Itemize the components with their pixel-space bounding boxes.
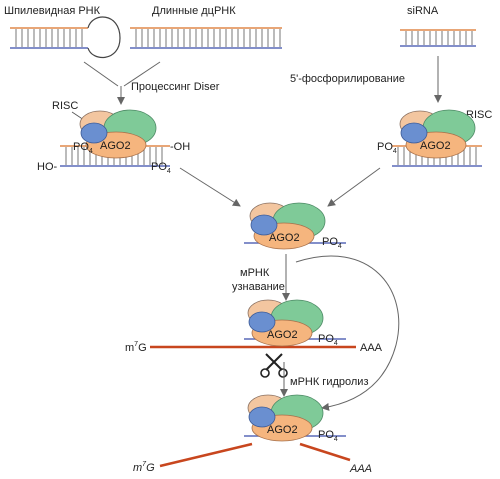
post-cleavage-complex: AGO2 [244,394,346,442]
fragment-cap-label: m7G [133,461,155,474]
mrna-recognition-label-line1: мРНК [240,267,270,279]
risc-right-complex: AGO2 [392,109,482,167]
mrna-cap-label: m7G [125,341,147,354]
phosphorylation-label: 5'-фосфорилирование [290,73,405,85]
mrna-recognition-label-line2: узнавание [232,281,285,293]
mrna-tail-label: AAA [360,342,383,354]
risc-left-complex: AGO2 [60,109,170,167]
risc-left-label: RISC [52,100,78,112]
hairpin-rna-label: Шпилевидная РНК [4,5,101,17]
sirna-label: siRNA [407,5,439,17]
risc-right-ago2-label: AGO2 [420,140,451,152]
hairpin-rna [10,16,121,59]
dicer-processing-label: Процессинг Diser [131,81,220,93]
sirna-duplex [400,29,476,47]
right-to-center-arrow [327,167,381,207]
risc-left-ago2-label: AGO2 [100,140,131,152]
mrna-bound-ago2-label: AGO2 [267,329,298,341]
mrna-hydrolysis-label: мРНК гидролиз [290,376,368,388]
recycling-arrow [295,255,400,411]
active-risc-ago2-label: AGO2 [269,232,300,244]
long-dsrna [130,27,282,49]
dsrna-converge-line [123,61,161,87]
risc-left-oh-label: -OH [170,141,190,153]
risc-left-po4-bottom: PO4 [151,161,171,175]
active-risc-po4-label: PO4 [322,236,342,250]
risc-right-label: RISC [466,109,492,121]
post-cleavage-ago2-label: AGO2 [267,424,298,436]
scissors-icon [260,353,288,378]
post-cleavage-po4-label: PO4 [318,429,338,443]
risc-left-ho-label: HO- [37,161,58,173]
risc-left-po4-top: PO4 [73,141,93,155]
mrna-bound-po4-label: PO4 [318,333,338,347]
cleaved-mrna-5prime-fragment [159,442,253,468]
hairpin-converge-line [83,61,119,87]
cleaved-mrna-3prime-fragment [299,442,351,462]
long-dsrna-label: Длинные дцРНК [152,5,236,17]
mrna-bound-complex: AGO2 [150,299,356,349]
active-risc-complex: AGO2 [244,202,346,250]
risc-right-po4-label: PO4 [377,141,397,155]
left-to-center-arrow [179,167,241,207]
fragment-tail-label: AAA [349,463,372,475]
